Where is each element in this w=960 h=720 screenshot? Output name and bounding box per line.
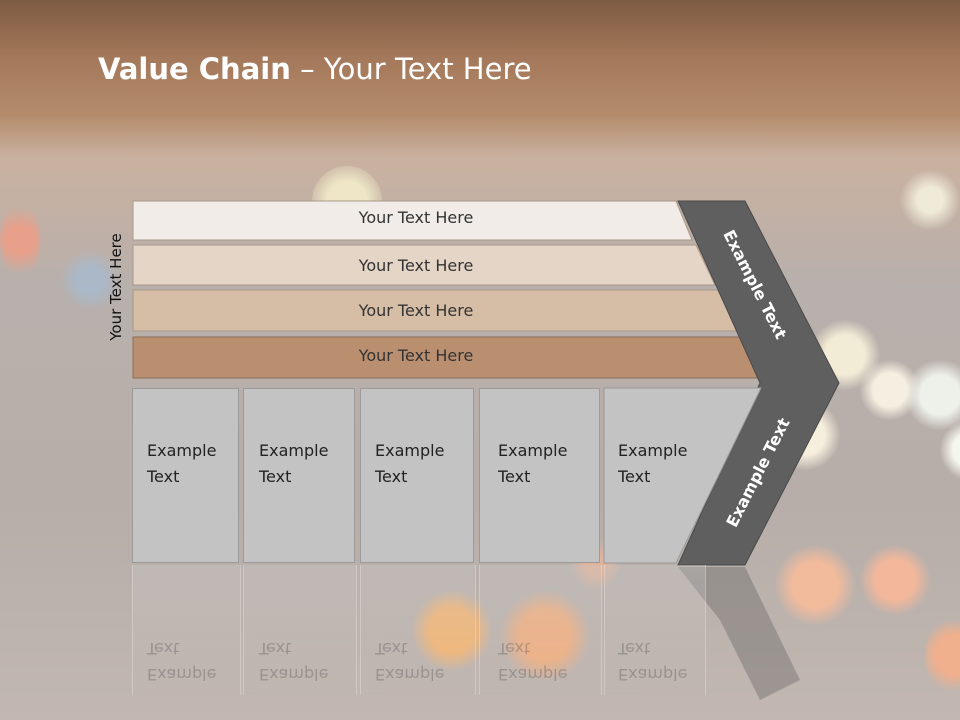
column-3-reflection-text: Example Text	[375, 635, 444, 687]
column-2-reflection-line2: Text	[259, 639, 292, 658]
column-4-reflection-line2: Text	[498, 639, 531, 658]
bar-3-label: Your Text Here	[358, 301, 474, 320]
column-2[interactable]	[243, 388, 355, 563]
column-5-reflection-line1: Example	[618, 665, 688, 684]
column-5-reflection-text: Example Text	[618, 635, 687, 687]
bar-4-label: Your Text Here	[358, 346, 474, 365]
column-4-text: Example Text	[498, 438, 567, 490]
column-2-reflection	[243, 565, 357, 695]
column-1-line1: Example	[147, 441, 217, 460]
column-5[interactable]	[603, 387, 762, 564]
bar-2[interactable]	[132, 244, 716, 286]
title-rest: – Your Text Here	[290, 52, 532, 86]
chevron-arrow[interactable]	[677, 200, 840, 566]
bar-2-label: Your Text Here	[358, 256, 474, 275]
column-4-reflection-text: Example Text	[498, 635, 567, 687]
column-3-line2: Text	[375, 467, 408, 486]
column-1-reflection	[132, 565, 241, 695]
column-2-line2: Text	[259, 467, 292, 486]
column-3-reflection-line2: Text	[375, 639, 408, 658]
slide-title: Value Chain – Your Text Here	[98, 52, 532, 86]
column-5-line2: Text	[618, 467, 651, 486]
bar-1[interactable]	[132, 200, 693, 241]
column-4-line2: Text	[498, 467, 531, 486]
title-bold: Value Chain	[98, 52, 291, 86]
column-2-text: Example Text	[259, 438, 328, 490]
chevron-reflection	[678, 567, 800, 700]
bar-1-label: Your Text Here	[358, 208, 474, 227]
column-1-reflection-text: Example Text	[147, 635, 216, 687]
column-2-line1: Example	[259, 441, 329, 460]
column-2-reflection-text: Example Text	[259, 635, 328, 687]
column-3-reflection	[360, 565, 476, 695]
column-4-line1: Example	[498, 441, 568, 460]
column-3-reflection-line1: Example	[375, 665, 445, 684]
column-reflection: Example Text Example Text Example Text E…	[0, 565, 960, 720]
column-1-reflection-line2: Text	[147, 639, 180, 658]
column-1-line2: Text	[147, 467, 180, 486]
column-4-reflection	[479, 565, 602, 695]
column-1-text: Example Text	[147, 438, 216, 490]
column-4[interactable]	[479, 388, 600, 563]
column-5-reflection-line2: Text	[618, 639, 651, 658]
column-5-line1: Example	[618, 441, 688, 460]
column-3-text: Example Text	[375, 438, 444, 490]
column-5-text: Example Text	[618, 438, 687, 490]
column-4-reflection-line1: Example	[498, 665, 568, 684]
column-1[interactable]	[132, 388, 239, 563]
column-3[interactable]	[360, 388, 474, 563]
column-3-line1: Example	[375, 441, 445, 460]
column-1-reflection-line1: Example	[147, 665, 217, 684]
column-2-reflection-line1: Example	[259, 665, 329, 684]
column-5-reflection	[604, 565, 706, 695]
